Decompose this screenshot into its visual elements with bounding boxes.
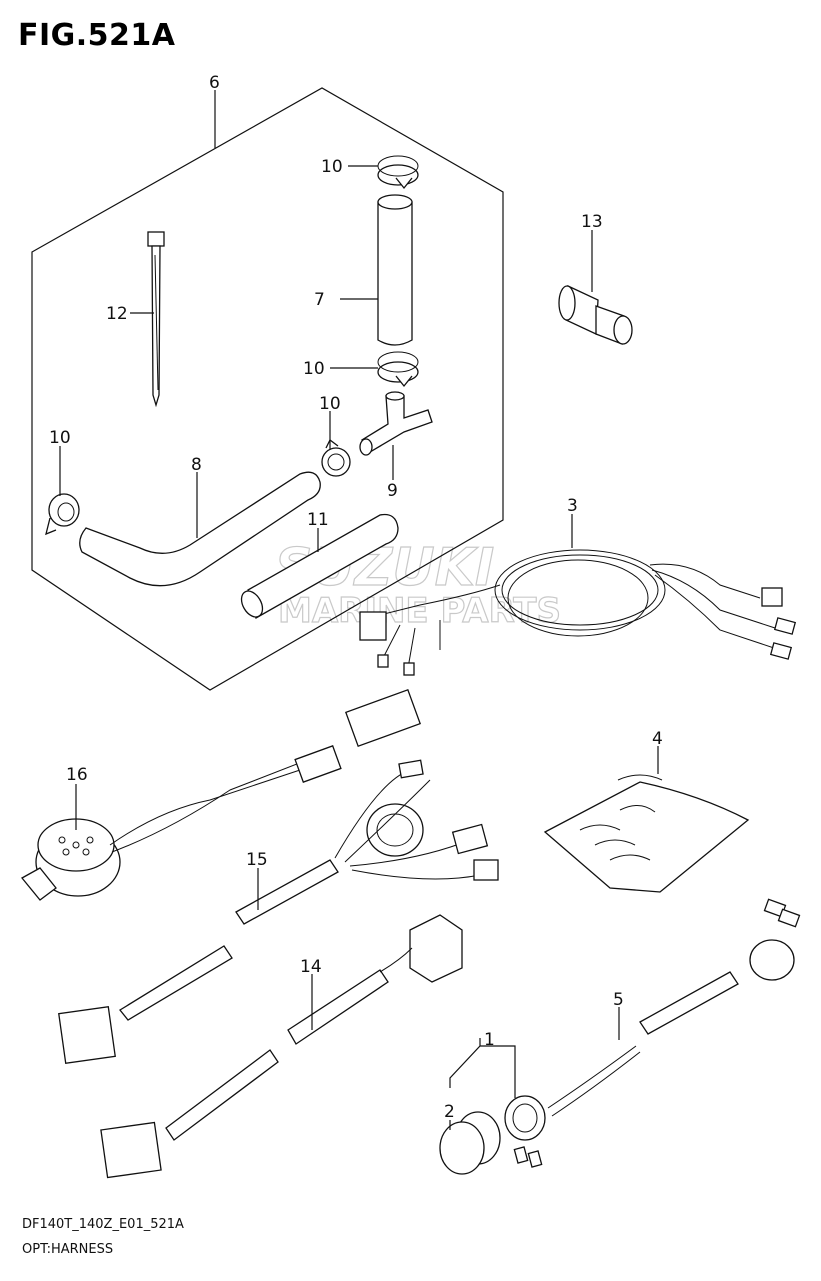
watermark: SUZUKI MARINE PARTS (274, 537, 561, 631)
hose-clamp-small (321, 439, 351, 477)
hose-clamp-left (45, 493, 80, 536)
figure-code: DF140T_140Z_E01_521A (22, 1217, 184, 1232)
callout-11: 11 (307, 510, 329, 530)
callout-6: 6 (209, 73, 220, 93)
callout-16: 16 (66, 765, 88, 785)
hose-clamp-top (377, 155, 419, 190)
plug-fitting (558, 285, 633, 345)
callout-3: 3 (567, 496, 578, 516)
hose (377, 194, 413, 346)
kit-outline (31, 87, 504, 691)
leader-lines (59, 90, 659, 1130)
callout-4: 4 (652, 729, 663, 749)
socket-assembly (439, 1095, 546, 1175)
callout-10d: 10 (49, 428, 71, 448)
harness-5 (547, 898, 801, 1117)
callout-1: 1 (484, 1030, 495, 1050)
harness-14 (100, 914, 463, 1179)
callout-10a: 10 (321, 157, 343, 177)
callout-10b: 10 (303, 359, 325, 379)
sensor (21, 688, 421, 901)
figure-name: OPT:HARNESS (22, 1242, 114, 1257)
callout-7: 7 (314, 290, 325, 310)
callout-12: 12 (106, 304, 128, 324)
bent-hose (79, 471, 321, 587)
callouts: 1 2 3 4 5 6 7 8 9 10 10 10 10 11 12 13 1… (49, 73, 663, 1122)
straight-hose (240, 513, 399, 619)
watermark-subtitle: MARINE PARTS (278, 591, 561, 631)
callout-13: 13 (581, 212, 603, 232)
callout-5: 5 (613, 990, 624, 1010)
harness-coil (359, 549, 797, 676)
callout-15: 15 (246, 850, 268, 870)
tee-joint (359, 391, 433, 456)
callout-2: 2 (444, 1102, 455, 1122)
figure-title: FIG.521A (18, 18, 176, 53)
callout-9: 9 (387, 481, 398, 501)
hose-clamp-mid (377, 351, 419, 388)
callout-10c: 10 (319, 394, 341, 414)
cable-tie (147, 231, 165, 408)
callout-8: 8 (191, 455, 202, 475)
parts-bag (543, 774, 750, 893)
callout-14: 14 (300, 957, 322, 977)
harness-15 (58, 759, 499, 1064)
